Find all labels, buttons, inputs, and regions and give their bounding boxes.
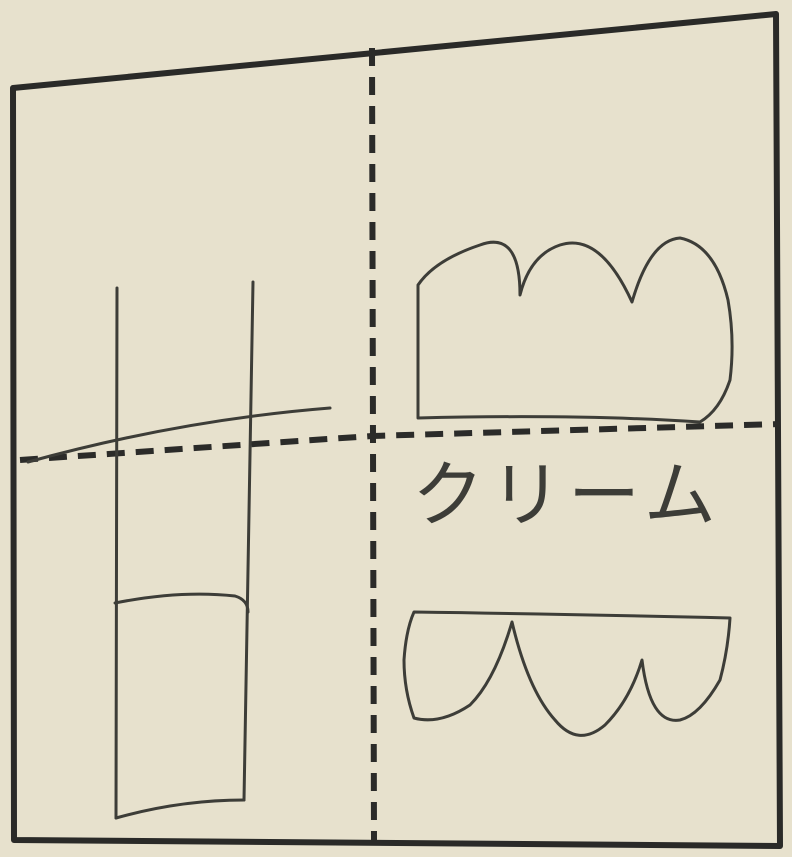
- glass-rim-line: [28, 408, 330, 462]
- glass-liquid-level: [115, 594, 248, 612]
- cream-bottom-shape: [404, 612, 730, 735]
- cream-label: クリーム: [412, 453, 722, 537]
- glass-drawing: [28, 282, 330, 818]
- glass-bottom: [116, 800, 244, 818]
- vertical-fold-line: [372, 48, 374, 840]
- glass-left-wall: [116, 288, 117, 818]
- cream-top-shape: [418, 238, 732, 422]
- glass-right-wall: [244, 282, 253, 800]
